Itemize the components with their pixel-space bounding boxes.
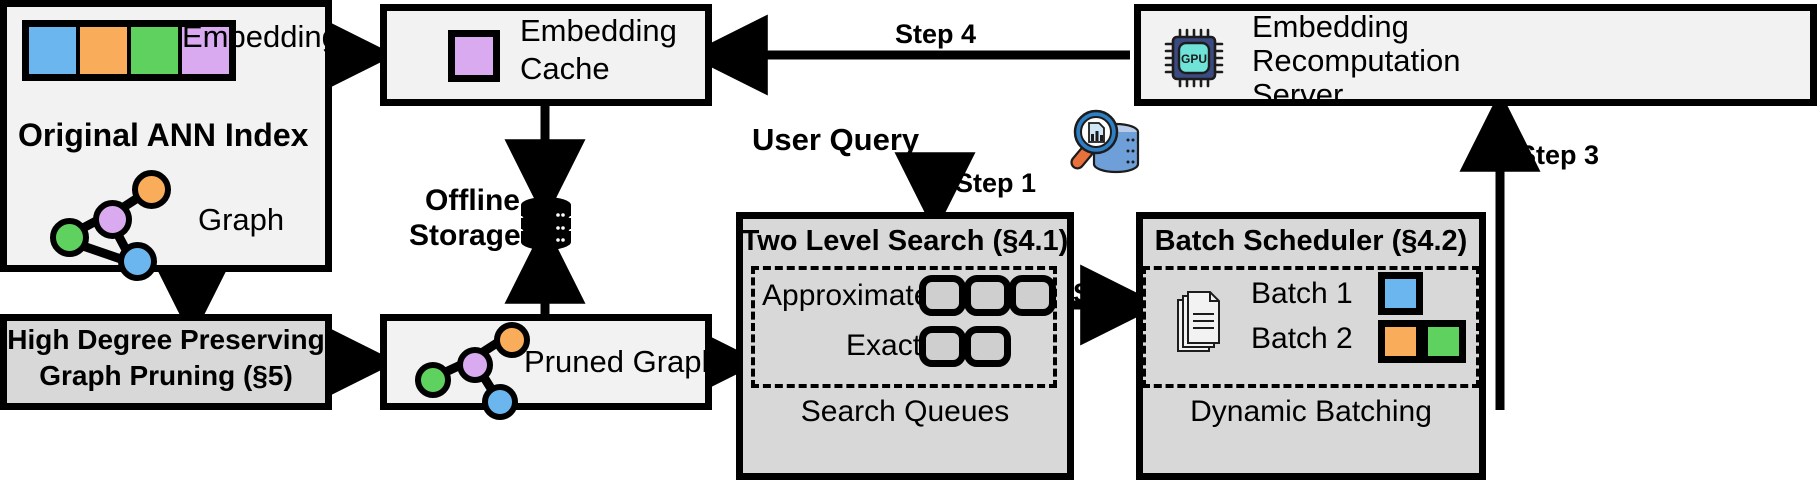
- batch-2-swatch-orange: [1378, 320, 1423, 363]
- graph-pruning-box: [0, 314, 332, 410]
- graph-node-orange: [494, 322, 530, 358]
- recomputation-server-line3: Server: [1252, 77, 1344, 112]
- recomputation-server-line2: Recomputation: [1252, 43, 1461, 78]
- documents-icon: [1177, 291, 1220, 352]
- embedding-swatch-strip: [22, 20, 236, 81]
- embedding-label: Embedding: [182, 19, 339, 54]
- embedding-cache-box: [380, 4, 712, 106]
- graph-node-purple: [93, 200, 132, 239]
- batch-scheduler-title: Batch Scheduler (§4.2): [1154, 225, 1468, 257]
- graph-pruning-title-line1: High Degree Preserving: [7, 324, 325, 355]
- approximate-queue-slot[interactable]: [1009, 275, 1056, 316]
- graph-pruning-title-line2: Graph Pruning (§5): [39, 360, 293, 391]
- embedding-swatch-green: [131, 27, 182, 74]
- graph-node-blue: [482, 384, 518, 420]
- database-icon: [519, 197, 573, 250]
- offline-storage-label-line2: Storage: [409, 219, 521, 252]
- dynamic-batching-footer: Dynamic Batching: [1190, 395, 1432, 428]
- embedding-cache-label-line2: Cache: [520, 51, 610, 86]
- recomputation-server-box: [1134, 4, 1817, 106]
- approximate-row-label: Approximate: [762, 279, 931, 312]
- embedding-swatch-blue: [29, 27, 80, 74]
- pruned-graph-label: Pruned Graph: [524, 344, 719, 379]
- graph-node-purple: [457, 347, 493, 383]
- embedding-cache-swatch: [448, 30, 500, 82]
- two-level-search-box: [736, 212, 1074, 480]
- exact-queue-slot[interactable]: [919, 326, 966, 367]
- pruned-graph-illustration: [406, 322, 530, 420]
- search-queues-footer: Search Queues: [800, 395, 1010, 428]
- graph-node-green: [415, 362, 451, 398]
- recomputation-server-line1: Embedding: [1252, 9, 1409, 44]
- exact-row-label: Exact: [846, 329, 922, 362]
- offline-storage-label-line1: Offline: [425, 184, 520, 217]
- embedding-swatch-orange: [80, 27, 131, 74]
- embedding-swatch-purple: [182, 27, 229, 74]
- step3-label: Step 3: [1518, 140, 1600, 170]
- query-search-database-icon: [1070, 109, 1140, 174]
- graph-node-green: [50, 218, 89, 257]
- graph-node-blue: [118, 242, 157, 281]
- graph-label: Graph: [198, 202, 285, 237]
- search-queues-dashed-box: [751, 266, 1057, 388]
- step4-label: Step 4: [895, 19, 977, 49]
- batch-1-swatch-blue: [1378, 272, 1423, 315]
- original-graph-illustration: [40, 170, 171, 281]
- user-query-label: User Query: [752, 122, 920, 157]
- graph-node-orange: [132, 170, 171, 209]
- approximate-queue-slot[interactable]: [919, 275, 966, 316]
- batch-1-label: Batch 1: [1251, 277, 1353, 310]
- two-level-search-title: Two Level Search (§4.1): [741, 225, 1069, 257]
- batch-2-swatch-green: [1421, 320, 1466, 363]
- svg-text:GPU: GPU: [1181, 52, 1207, 66]
- original-ann-index-title: Original ANN Index: [18, 117, 309, 153]
- approximate-queue-slot[interactable]: [964, 275, 1011, 316]
- batch-2-label: Batch 2: [1251, 322, 1353, 355]
- dynamic-batching-dashed-box: [1142, 266, 1480, 388]
- step1-label: Step 1: [955, 168, 1037, 198]
- gpu-chip-icon: GPU: [1164, 28, 1224, 88]
- embedding-cache-label-line1: Embedding: [520, 13, 677, 48]
- exact-queue-slot[interactable]: [964, 326, 1011, 367]
